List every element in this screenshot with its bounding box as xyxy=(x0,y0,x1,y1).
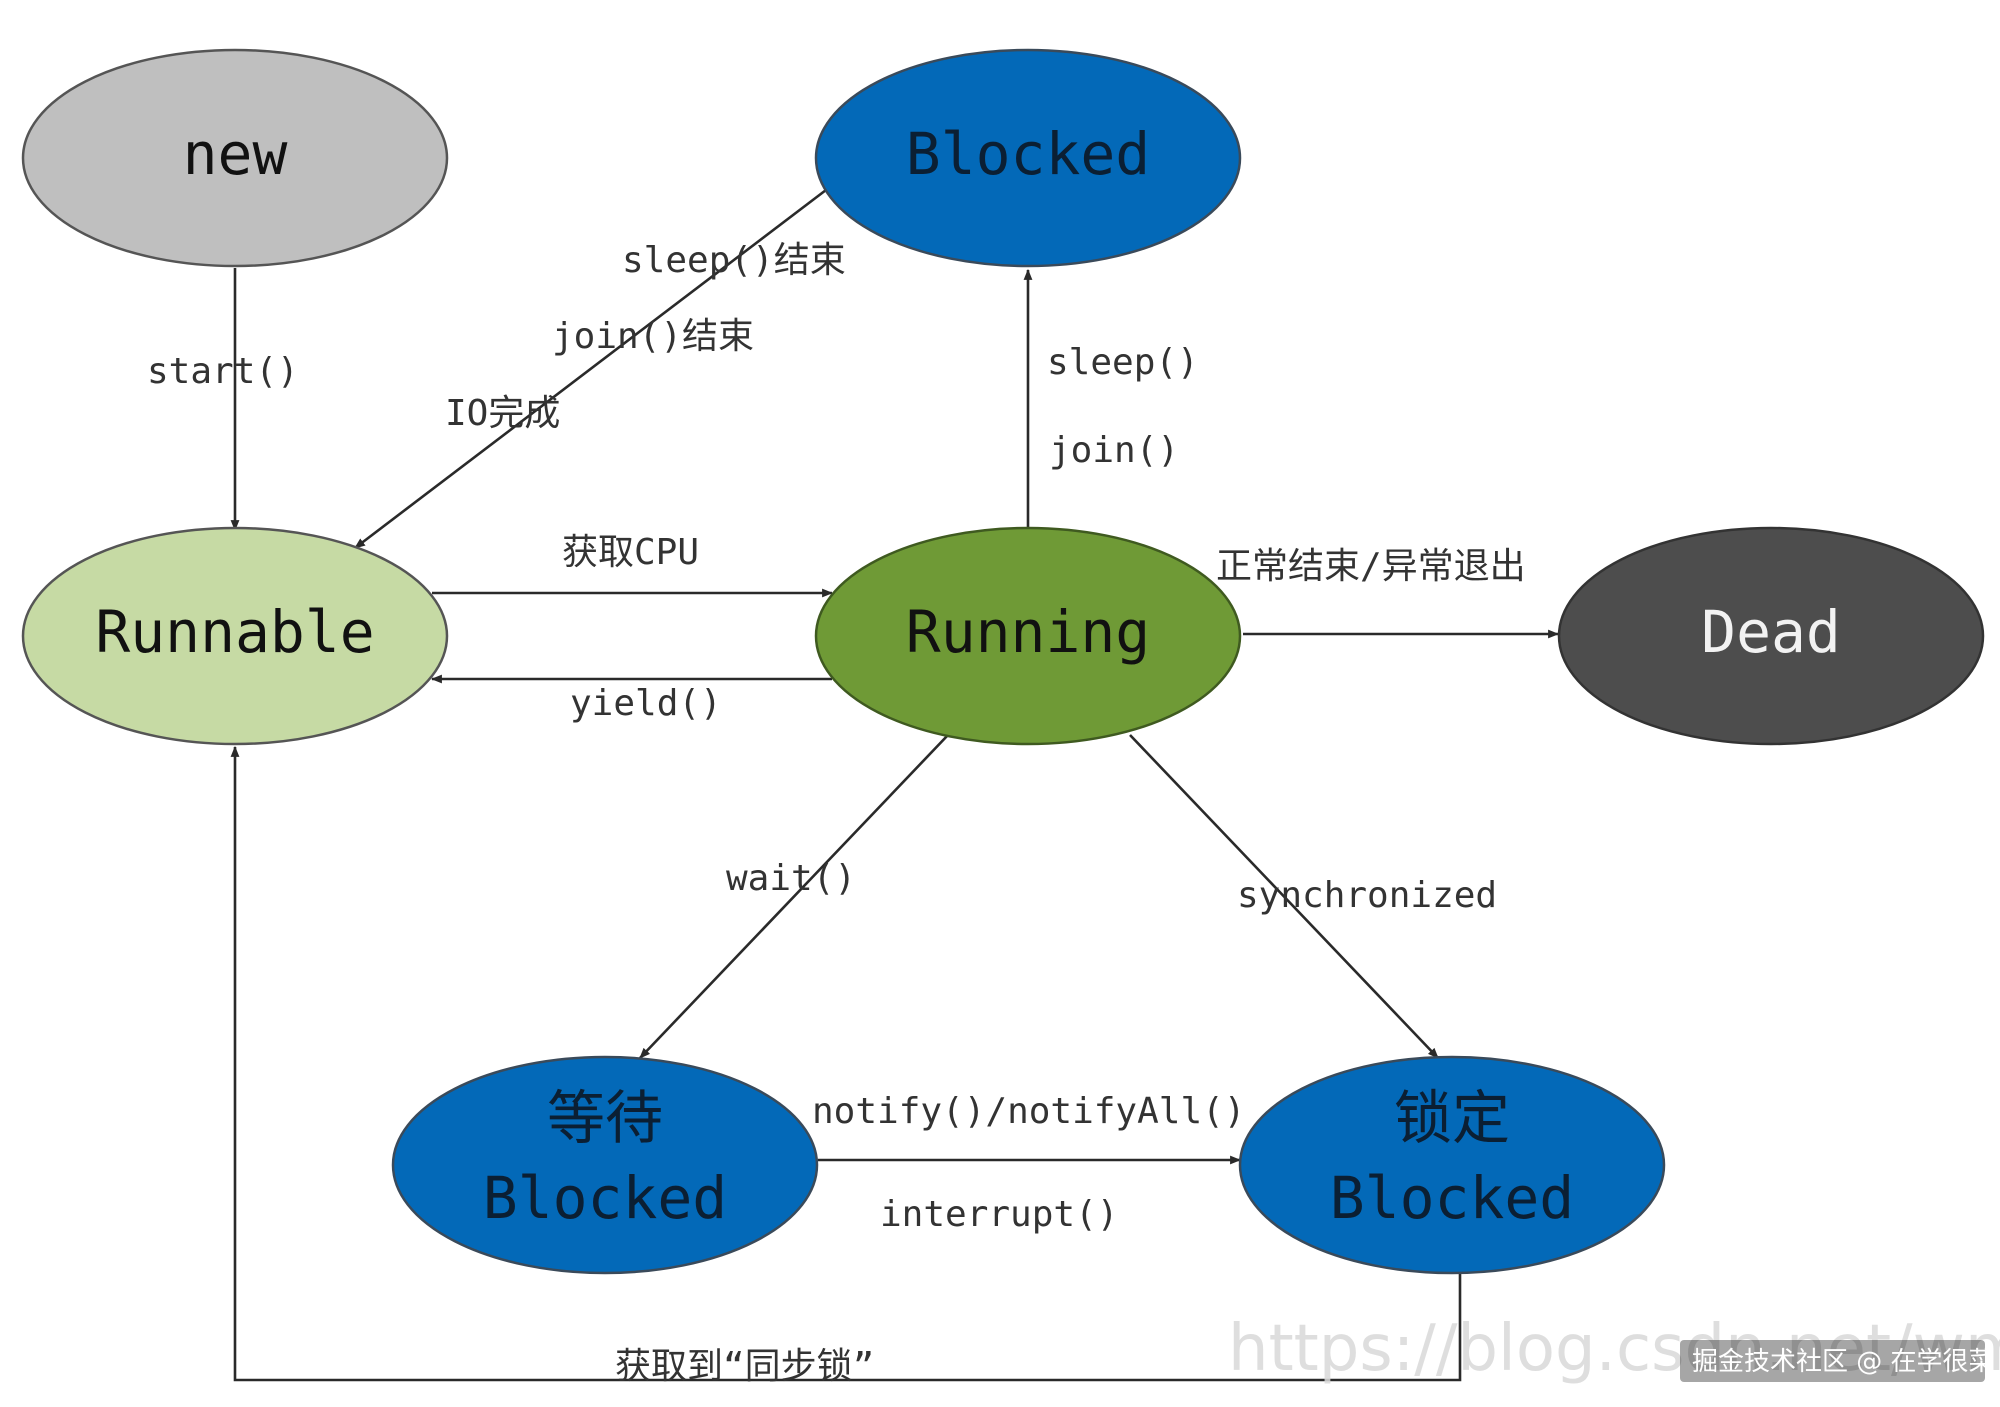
state-label-running: Running xyxy=(906,598,1150,666)
edge-label-join-end: join()结束 xyxy=(552,316,754,357)
edge-label-io-done: IO完成 xyxy=(445,393,560,434)
state-blocked: Blocked xyxy=(814,48,1242,268)
state-dead: Dead xyxy=(1557,526,1985,746)
edge-label-wait: wait() xyxy=(726,858,856,899)
edge-locked-to-runnable xyxy=(230,745,1462,1382)
state-label-waiting-bottom: Blocked xyxy=(483,1164,727,1232)
edge-blocked-to-runnable xyxy=(354,188,827,550)
state-running: Running xyxy=(814,526,1242,746)
state-label-new: new xyxy=(183,120,288,188)
watermark-url: https://blog.csdn.net/wm5920 xyxy=(1228,1312,2000,1386)
watermark-site-bg xyxy=(1680,1340,1985,1382)
edge-running-to-waiting xyxy=(639,734,949,1059)
edge-label-start: start() xyxy=(147,351,299,392)
watermark-site: 掘金技术社区 @ 在学很菜 xyxy=(1692,1347,1995,1377)
edge-label-notify: notify()/notifyAll() xyxy=(812,1091,1245,1132)
edge-label-sleep-end: sleep()结束 xyxy=(622,240,846,281)
state-label-locked-top: 锁定 xyxy=(1394,1084,1510,1152)
state-label-dead: Dead xyxy=(1701,598,1841,666)
edge-label-yield: yield() xyxy=(570,683,722,724)
edge-label-get-lock: 获取到“同步锁” xyxy=(615,1346,874,1387)
state-label-blocked: Blocked xyxy=(906,120,1150,188)
edge-running-to-locked xyxy=(1129,734,1439,1059)
state-new: new xyxy=(21,48,449,268)
state-label-runnable: Runnable xyxy=(95,598,374,666)
edge-label-join: join() xyxy=(1049,430,1179,471)
state-waiting-blocked: 等待 Blocked xyxy=(391,1055,819,1275)
state-runnable: Runnable xyxy=(21,526,449,746)
state-label-waiting-top: 等待 xyxy=(547,1084,663,1152)
state-locked-blocked: 锁定 Blocked xyxy=(1238,1055,1666,1275)
state-label-locked-bottom: Blocked xyxy=(1330,1164,1574,1232)
edge-label-interrupt: interrupt() xyxy=(880,1194,1118,1235)
edge-label-normal-exit: 正常结束/异常退出 xyxy=(1216,546,1526,587)
edge-label-synchronized: synchronized xyxy=(1237,875,1497,916)
edge-label-get-cpu: 获取CPU xyxy=(562,532,699,573)
edge-label-sleep: sleep() xyxy=(1047,342,1199,383)
